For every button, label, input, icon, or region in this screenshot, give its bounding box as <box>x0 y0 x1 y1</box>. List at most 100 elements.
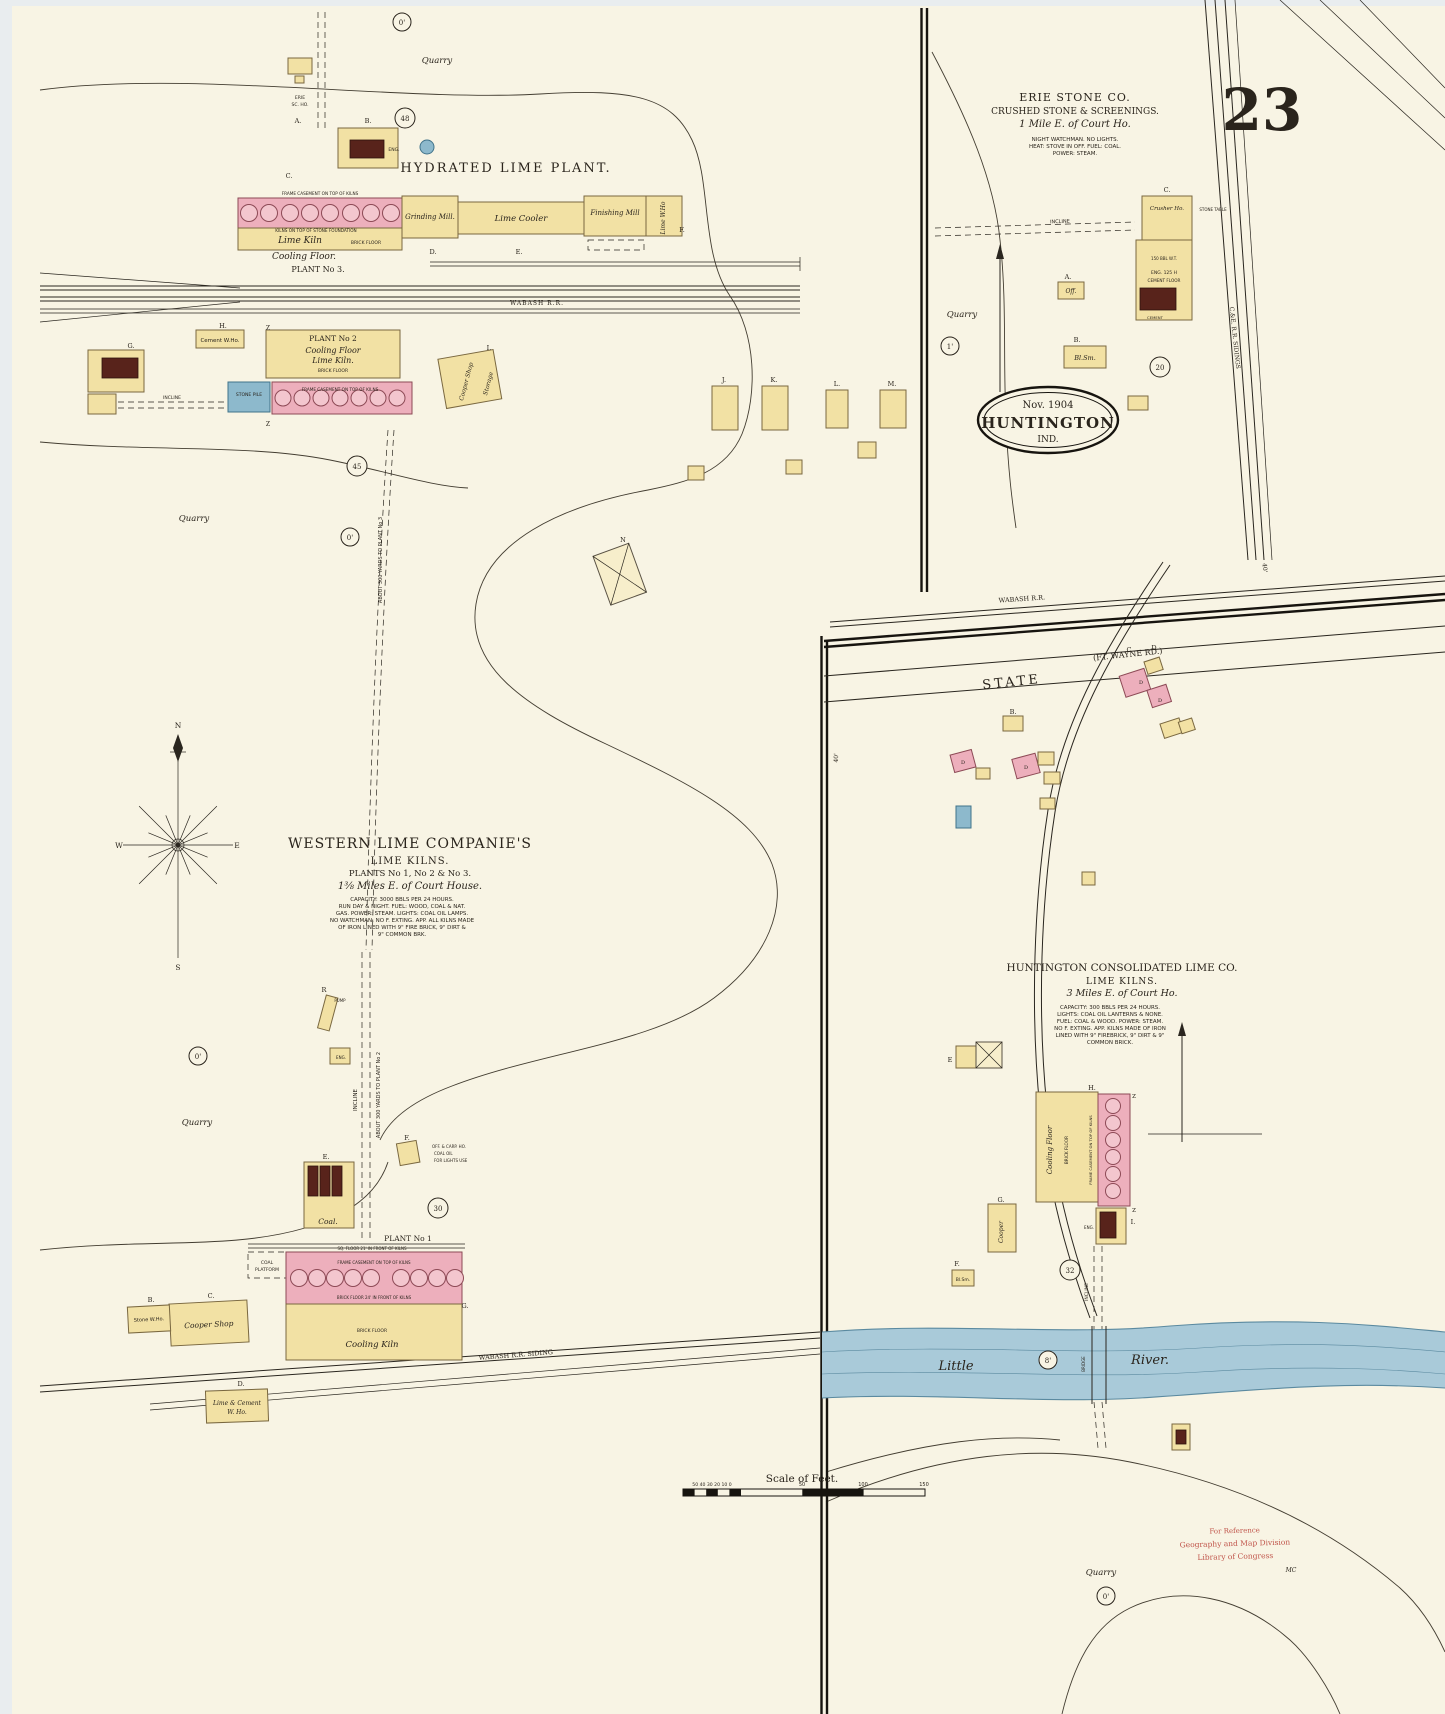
scan-edge-left <box>0 0 12 1714</box>
compass-rose <box>123 734 233 958</box>
incline-label: INCLINE <box>1050 219 1070 226</box>
library-stamp: For Reference Geography and Map Division… <box>1180 1526 1291 1562</box>
lime-cement-label2: W. Ho. <box>227 1409 247 1416</box>
engine <box>349 139 385 159</box>
letter-z: Z <box>1132 1094 1136 1100</box>
engine-label: ENG. 125 H <box>1151 270 1177 276</box>
crusher-house-label: Crusher Ho. <box>1150 206 1184 212</box>
scan-edge-top <box>0 0 1445 6</box>
state-road-buildings <box>949 656 1196 886</box>
letter-z: Z <box>266 325 270 332</box>
incline-label: INCLINE <box>353 1089 359 1111</box>
erie-scale-label1: ERIE <box>295 95 305 101</box>
stone-pile <box>227 381 271 413</box>
blacksmith-shop <box>951 1269 975 1287</box>
inclines <box>118 221 1136 1449</box>
western-sub3: 1⅜ Miles E. of Court House. <box>338 881 482 892</box>
letter-i: I. <box>487 344 492 352</box>
lime-warehouse <box>645 195 683 237</box>
letter-f: F. <box>679 226 685 234</box>
letter-c: C. <box>286 172 293 180</box>
engine-label: ENG. <box>1084 1225 1094 1230</box>
quarry-label: Quarry <box>182 1118 213 1128</box>
stamp-city: HUNTINGTON <box>981 414 1115 432</box>
letter-g: G. <box>127 342 134 350</box>
letter-i: I. <box>1131 1218 1136 1226</box>
office-carpenter-house <box>395 1139 421 1167</box>
pump-house <box>316 994 339 1032</box>
scale-title: Scale of Feet. <box>766 1473 839 1485</box>
lime-kiln-label: Lime Kiln <box>277 236 322 246</box>
lc-stamp-line1: For Reference <box>1209 1526 1260 1535</box>
wabash-rr-label: WABASH R.R. <box>510 300 564 307</box>
western-sub1: LIME KILNS. <box>371 856 450 867</box>
letter-d: D <box>1024 765 1028 771</box>
coal-platform-label1: COAL <box>261 1260 274 1266</box>
letter-z: Z <box>266 421 270 428</box>
quarry-label: Quarry <box>947 310 978 320</box>
brick-floor-label: BRICK FLOOR <box>318 368 348 374</box>
consolidated-note5: LINED WITH 9" FIREBRICK, 9" DIRT & 9" <box>1056 1033 1165 1039</box>
lime-cooler-building <box>457 201 585 235</box>
lime-cement-warehouse <box>204 1388 270 1424</box>
letter-l: L. <box>834 380 840 388</box>
brick-floor-label: BRICK FLOOR <box>351 240 381 246</box>
circle-8: 8' <box>1045 1357 1051 1365</box>
cooling-floor-building <box>237 227 403 251</box>
frame-casement-label: FRAME CASEMENT ON TOP OF KILNS <box>282 191 359 196</box>
incline-distance-label: ABOUT 300 YARDS TO PLANT No 2 <box>376 1052 382 1138</box>
plant3-buildings <box>237 57 683 251</box>
kiln-circles <box>290 1269 464 1287</box>
lime-warehouse-label: Lime W.Ho <box>660 201 667 235</box>
consolidated-note4: NO F. EXTING. APP. KILNS MADE OF IRON <box>1054 1026 1166 1032</box>
letter-b: B. <box>1074 336 1081 344</box>
grinding-mill-label: Grinding Mill. <box>405 213 455 221</box>
cooper-shop <box>987 1203 1017 1253</box>
engine <box>1099 1211 1117 1239</box>
stone-warehouse <box>126 1304 172 1334</box>
circle-20: 20 <box>1156 364 1165 372</box>
quarry-label: Quarry <box>1086 1568 1117 1578</box>
consolidated-sub2: 3 Miles E. of Court Ho. <box>1067 988 1178 999</box>
letter-b: B. <box>1010 708 1017 716</box>
western-note5: OF IRON LINED WITH 9" FIRE BRICK, 9" DIR… <box>338 925 466 931</box>
letter-f: F. <box>954 1260 960 1268</box>
frame-casement-label: FRAME CASEMENT ON TOP OF KILNS <box>1088 1115 1093 1185</box>
incline-label: INCLINE <box>1084 1283 1090 1301</box>
circle-30: 30 <box>434 1205 443 1213</box>
consolidated-sub1: LIME KILNS. <box>1086 977 1158 987</box>
title-stamp: Nov. 1904 HUNTINGTON IND. <box>976 385 1120 455</box>
circle-0: 0' <box>195 1053 201 1061</box>
arrow-up-icon <box>996 244 1004 259</box>
dwelling-k <box>761 385 789 431</box>
plant3-label: PLANT No 3. <box>291 265 344 274</box>
circle-32: 32 <box>1066 1267 1075 1275</box>
letter-e: E. <box>516 248 523 256</box>
crusher-house <box>1141 195 1193 241</box>
letter-g: G. <box>461 1302 468 1310</box>
letter-g: G. <box>997 1196 1004 1204</box>
road-width-label: 40' <box>833 753 840 763</box>
cooling-floor-label: Cooling Floor. <box>272 252 336 262</box>
section-borders <box>820 8 1445 1714</box>
engine <box>101 357 139 379</box>
surveyor-mark: MC <box>1285 1567 1297 1574</box>
dwelling <box>1118 667 1152 698</box>
letter-d: D. <box>237 1380 244 1388</box>
western-sub2: PLANTS No 1, No 2 & No 3. <box>349 869 471 879</box>
scale-150: 150 <box>919 1482 929 1488</box>
letter-h: H. <box>219 322 227 330</box>
incline-distance-label: ABOUT 300 YARDS TO PLANT No 3 <box>378 517 384 603</box>
stamp-date: Nov. 1904 <box>1022 400 1073 411</box>
water-tank <box>419 139 435 155</box>
cooper-label: Cooper <box>998 1220 1005 1243</box>
letter-h: H. <box>1088 1084 1096 1092</box>
letter-a: A. <box>1064 273 1072 281</box>
lime-cement-label1: Lime & Cement <box>212 1400 262 1407</box>
letter-d: D <box>1151 644 1156 652</box>
river-name-river: River. <box>1130 1353 1169 1368</box>
letter-b: B. <box>365 117 372 125</box>
blacksmith-shop <box>1063 345 1107 369</box>
road-width-label: 40' <box>1261 563 1269 573</box>
circle-0: 0' <box>399 19 405 27</box>
